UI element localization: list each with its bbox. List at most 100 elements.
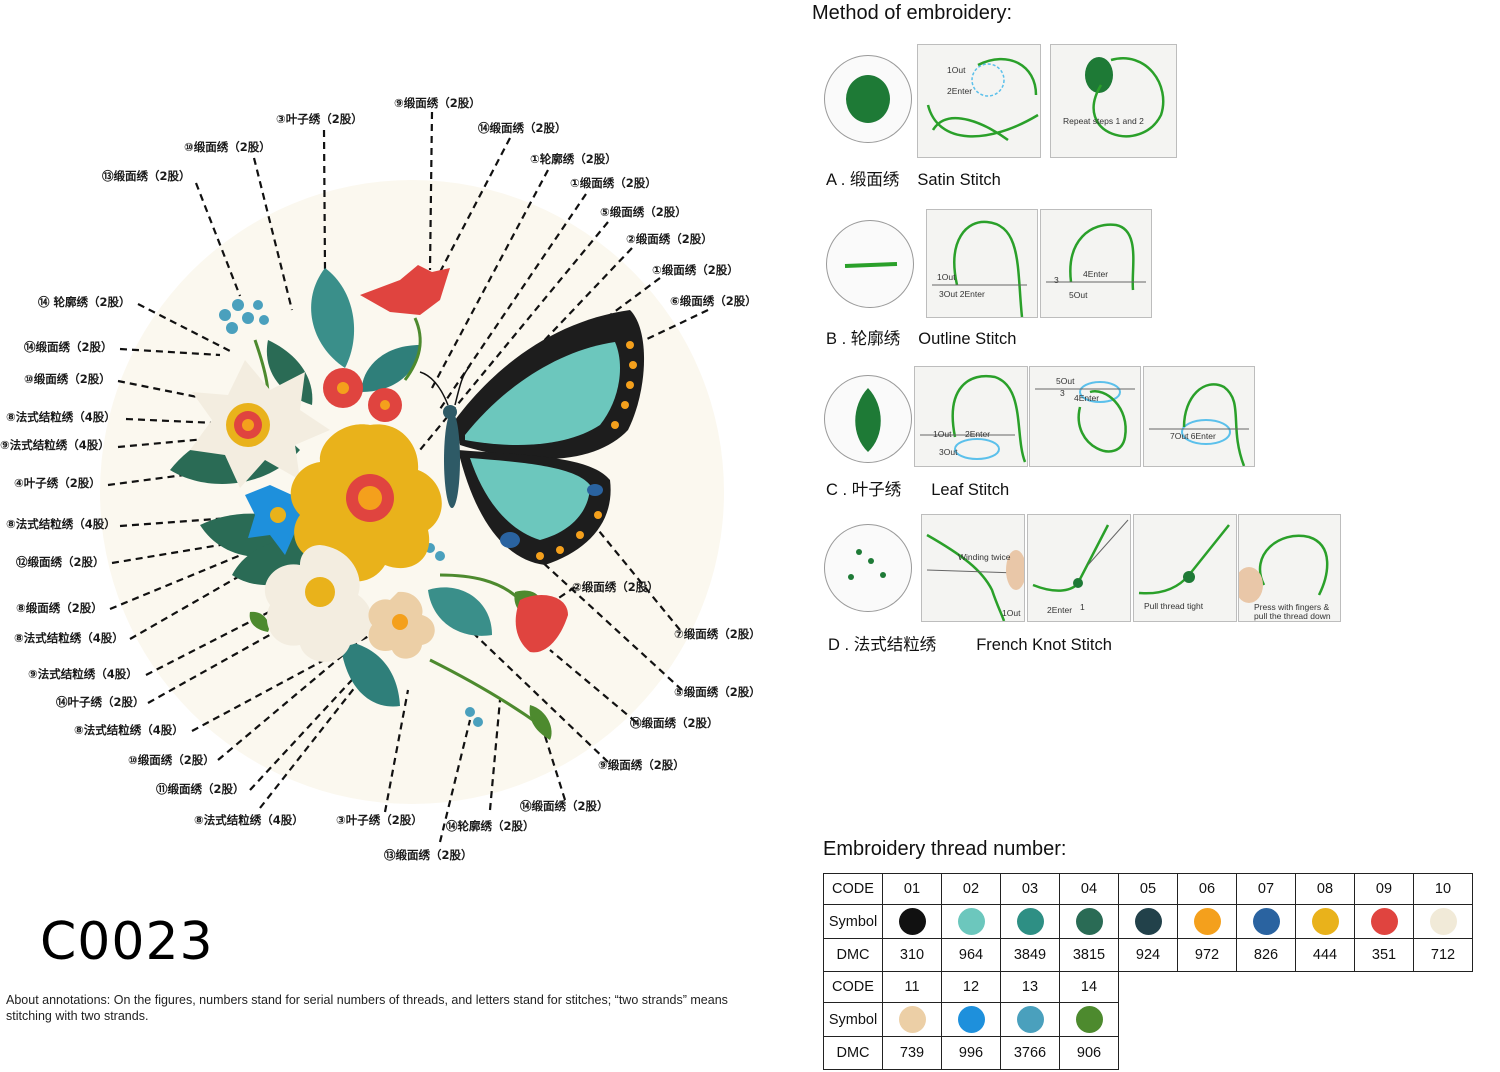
french-knot-step-photo-2: 2Enter 1 [1027, 514, 1131, 622]
empty-cell [1119, 1037, 1473, 1070]
callout-label: ⑧法式结粒绣（4股） [74, 723, 184, 737]
symbol-cell [941, 904, 1001, 939]
yellow-flower [290, 424, 442, 582]
callouts-top: ⑬缎面绣（2股） ⑩缎面绣（2股） ③叶子绣（2股） ⑨缎面绣（2股） ⑭缎面绣… [102, 96, 757, 308]
callout-label: ⑧法式结粒绣（4股） [14, 631, 124, 645]
stitch-name-zh: 法式结粒绣 [853, 636, 937, 654]
callout-label: ①轮廓绣（2股） [530, 152, 617, 166]
photo-label: pull the thread down [1254, 611, 1331, 621]
symbol-cell [1413, 904, 1473, 939]
dmc-cell: 964 [941, 938, 1001, 972]
photo-label: Winding twice [958, 552, 1011, 562]
symbol-cell [1118, 904, 1178, 939]
satin-sample-image [824, 55, 912, 143]
photo-label: 3 [1054, 275, 1059, 285]
satin-step-photo-2: Repeat steps 1 and 2 [1050, 44, 1177, 158]
color-swatch [898, 1006, 926, 1033]
row-label-symbol: Symbol [823, 904, 883, 939]
french-knot-step-photo-3: Pull thread tight [1133, 514, 1237, 622]
thread-table: CODE 01 02 03 04 05 06 07 08 09 10 Symbo… [823, 873, 1473, 1070]
code-cell: 02 [941, 873, 1001, 905]
callout-label: ③叶子绣（2股） [336, 813, 423, 827]
french-knot-sample-image [824, 524, 912, 612]
callout-label: ⑨法式结粒绣（4股） [28, 667, 138, 681]
stitch-name-zh: 缎面绣 [849, 171, 900, 189]
symbol-cell [1059, 904, 1119, 939]
dmc-cell: 351 [1354, 938, 1414, 972]
code-cell: 03 [1000, 873, 1060, 905]
code-cell: 05 [1118, 873, 1178, 905]
leaf-sample-image [824, 375, 912, 463]
leaves [170, 268, 552, 740]
photo-label: 4Enter [1074, 393, 1100, 403]
photo-label: Pull thread tight [1144, 601, 1204, 611]
photo-label: 4Enter [1083, 269, 1109, 279]
dmc-cell: 3766 [1000, 1036, 1060, 1070]
dmc-cell: 3849 [1000, 938, 1060, 972]
color-swatch [1252, 908, 1280, 935]
callout-label: ⑨缎面绣（2股） [394, 96, 481, 110]
row-label-code: CODE [823, 971, 883, 1003]
photo-label: Press with fingers & [1254, 602, 1330, 612]
stitch-name-en: Satin Stitch [917, 171, 1001, 189]
leaf-step-photo-1: 1Out 2Enter 3Out [914, 366, 1028, 467]
peach-flower [368, 591, 435, 659]
stitch-name-en: French Knot Stitch [976, 636, 1112, 654]
photo-label: 1Out [947, 65, 966, 75]
code-cell: 06 [1177, 873, 1237, 905]
callout-label: ⑪缎面绣（2股） [156, 782, 245, 796]
butterfly [419, 310, 645, 565]
callout-label: ⑭缎面绣（2股） [630, 716, 719, 730]
symbol-cell [1000, 904, 1060, 939]
row-label-code: CODE [823, 873, 883, 905]
color-swatch [957, 908, 985, 935]
photo-label: 1Out [1002, 608, 1021, 618]
symbol-row: Symbol [823, 904, 1473, 939]
callout-label: ⑧法式结粒绣（4股） [6, 410, 116, 424]
code-cell: 11 [882, 971, 942, 1003]
dmc-cell: 310 [882, 938, 942, 972]
code-cell: 14 [1059, 971, 1119, 1003]
cream-flower-bottom [264, 545, 372, 662]
callout-label: ①缎面绣（2股） [652, 263, 739, 277]
callout-label: ⑥缎面绣（2股） [670, 294, 757, 308]
callout-label: ⑦缎面绣（2股） [674, 627, 761, 641]
stitch-letter: B [826, 330, 838, 348]
symbol-cell [1000, 1002, 1060, 1037]
color-swatch [1193, 908, 1221, 935]
code-cell: 01 [882, 873, 942, 905]
callout-label: ①缎面绣（2股） [570, 176, 657, 190]
code-cell: 07 [1236, 873, 1296, 905]
empty-cell [1119, 1003, 1473, 1037]
dmc-row: DMC 739 996 3766 906 [823, 1036, 1473, 1070]
red-flowers [323, 265, 568, 653]
stitch-name-zh: 叶子绣 [851, 481, 902, 499]
photo-label: 5Out [1069, 290, 1088, 300]
stitch-name-en: Outline Stitch [918, 330, 1017, 348]
stitch-letter: D [828, 636, 840, 654]
code-cell: 04 [1059, 873, 1119, 905]
stitch-letter: A [826, 171, 837, 189]
callout-label: ⑬缎面绣（2股） [384, 848, 473, 862]
dmc-row: DMC 310 964 3849 3815 924 972 826 444 35… [823, 938, 1473, 972]
callout-label: ⑩缎面绣（2股） [184, 140, 271, 154]
callout-label: ⑫缎面绣（2股） [16, 555, 105, 569]
callout-label: ⑤缎面绣（2股） [674, 685, 761, 699]
french-knot-step-photo-4: Press with fingers & pull the thread dow… [1238, 514, 1341, 622]
photo-label: 1Out [937, 272, 956, 282]
color-swatch [957, 1006, 985, 1033]
callouts-bottom: ⑧法式结粒绣（4股） ③叶子绣（2股） ⑭轮廓绣（2股） ⑬缎面绣（2股） [194, 813, 535, 862]
callout-label: ⑭轮廓绣（2股） [446, 819, 535, 833]
callout-label: ⑩缎面绣（2股） [128, 753, 215, 767]
dmc-cell: 972 [1177, 938, 1237, 972]
dmc-cell: 739 [882, 1036, 942, 1070]
outline-step-photo-2: 3 4Enter 5Out [1040, 209, 1152, 318]
photo-label: 3 [1060, 388, 1065, 398]
stitch-name-zh: 轮廓绣 [850, 330, 901, 348]
photo-label: 2Enter [1047, 605, 1073, 615]
cream-flower-left [190, 360, 330, 488]
callout-label: ⑭缎面绣（2股） [24, 340, 113, 354]
